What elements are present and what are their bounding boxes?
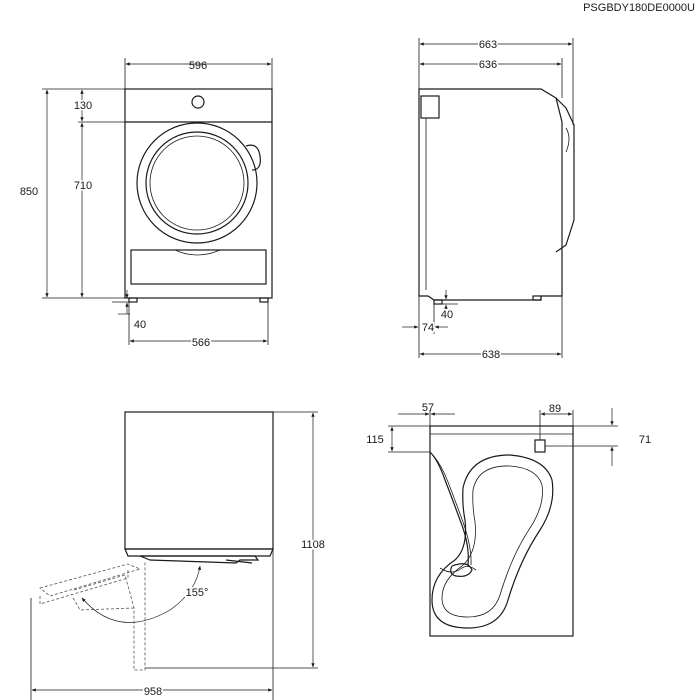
door-bottom-edge — [225, 559, 253, 564]
opening-angle-arc — [81, 565, 202, 623]
drawer-top-curve — [174, 249, 221, 256]
hose-clip — [450, 563, 473, 577]
power-cable — [439, 566, 477, 573]
side-door-profile — [555, 97, 575, 253]
front-foot-right — [259, 297, 269, 303]
side-foot-front — [532, 295, 542, 301]
rear-outlet — [534, 439, 546, 453]
rear-drum-cover — [431, 454, 554, 629]
door-closed-outline — [139, 555, 260, 564]
front-cabinet — [124, 88, 273, 299]
door-handle — [245, 144, 261, 171]
front-height-label: 850 — [20, 186, 38, 198]
side-door-handle — [565, 127, 570, 153]
side-depth-with-door-label: 663 — [479, 39, 497, 51]
rear-view: 57 115 89 71 — [366, 402, 651, 637]
top-door-front — [124, 548, 274, 557]
front-view: 596 850 130 710 40 566 — [20, 58, 273, 351]
drain-hose-inner — [432, 454, 472, 566]
program-knob — [191, 95, 205, 109]
side-foot-height-label: 40 — [441, 309, 453, 321]
door-glass — [149, 135, 245, 231]
rear-drum-inner — [441, 465, 543, 618]
front-foot-left — [128, 297, 138, 303]
front-foot-spacing-label: 566 — [192, 337, 210, 349]
rear-hose-y-label: 115 — [366, 434, 384, 446]
side-depth-label: 636 — [479, 59, 497, 71]
rear-hose-x-label: 57 — [422, 402, 434, 414]
front-width-label: 596 — [189, 60, 207, 72]
door-open-view: 155° 958 1108 — [30, 411, 326, 700]
door-inner-ring — [145, 131, 249, 235]
rear-outlet-x-label: 89 — [549, 403, 561, 415]
model-code: PSGBDY180DE0000U — [583, 2, 695, 14]
door-open-height-label: 1108 — [301, 539, 325, 551]
side-view: 663 636 40 74 638 — [402, 38, 575, 363]
top-cabinet — [124, 411, 274, 550]
side-cabinet — [418, 88, 563, 301]
rear-cabinet — [429, 425, 574, 637]
side-foot-offset-label: 74 — [422, 322, 434, 334]
front-foot-height-label: 40 — [134, 319, 146, 331]
front-body-height-label: 710 — [74, 180, 92, 192]
side-base-depth-label: 638 — [482, 349, 500, 361]
opening-angle-label: 155° — [186, 587, 209, 599]
rear-outlet-y-label: 71 — [639, 434, 651, 446]
drain-hose — [429, 451, 469, 566]
open-door-front-edge — [71, 595, 135, 611]
side-top-vent — [420, 95, 440, 119]
filter-drawer — [130, 249, 267, 285]
open-door-outline — [39, 563, 142, 597]
front-top-panel-label: 130 — [74, 100, 92, 112]
door-open-total-depth-label: 958 — [144, 686, 162, 698]
door-outer-ring — [136, 122, 258, 244]
